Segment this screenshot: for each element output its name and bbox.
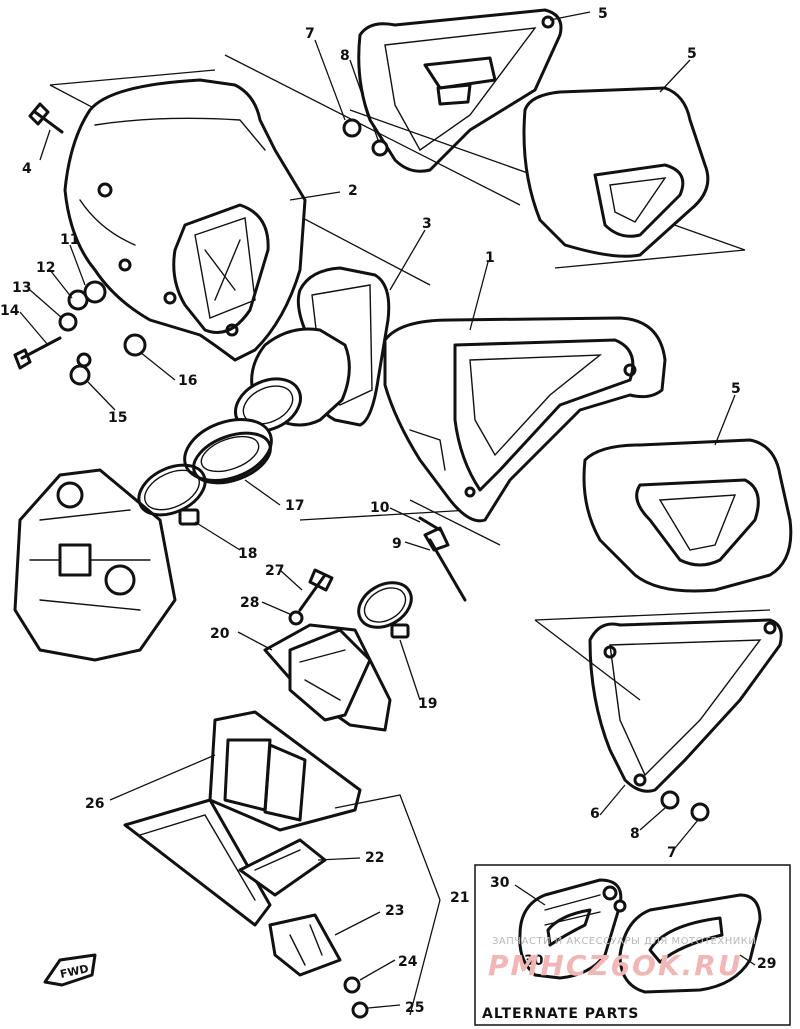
- hardware-bolts-nuts: [13, 102, 710, 1019]
- callout-21: 21: [450, 890, 469, 906]
- callout-leaders: [19, 11, 736, 1016]
- callout-5-top-filter: 5: [687, 46, 697, 62]
- callout-14: 14: [0, 303, 20, 319]
- air-filter-part-5-top: [522, 86, 710, 258]
- callout-15: 15: [108, 410, 127, 426]
- callout-30-alt: 30: [524, 953, 544, 969]
- alternate-plate-part-29: [618, 893, 762, 994]
- reed-block-part-26: [123, 710, 362, 927]
- callout-16: 16: [178, 373, 197, 389]
- callout-8-bottom: 8: [630, 826, 640, 842]
- forward-arrow-icon: FWD: [43, 953, 97, 987]
- reed-valve-part-20: [263, 623, 392, 732]
- callout-24: 24: [398, 954, 418, 970]
- alternate-parts-box: [474, 864, 791, 1026]
- callout-12: 12: [36, 260, 55, 276]
- watermark-line-2: PMHCZ6OK.RU: [488, 949, 743, 982]
- air-filter-part-5-right: [582, 438, 793, 593]
- callout-20: 20: [210, 626, 230, 642]
- callout-numbers: 1 2 3 4 5 5 5 6 7 7 8 8 9 10 11 12 13 14…: [0, 6, 776, 1016]
- filter-bracket-part-6: [588, 618, 783, 793]
- callout-13: 13: [12, 280, 31, 296]
- carburetor: [13, 468, 177, 662]
- callout-23: 23: [385, 903, 404, 919]
- reed-petal-part-23: [268, 913, 342, 977]
- callout-3: 3: [422, 216, 432, 232]
- air-box-part-1: [383, 316, 667, 523]
- callout-7-bottom: 7: [667, 845, 677, 861]
- watermark-line-1: ЗАПЧАСТИ И АКСЕССУАРЫ ДЛЯ МОТОТЕХНИКИ: [492, 936, 756, 947]
- fwd-label: FWD: [59, 962, 90, 981]
- watermark: ЗАПЧАСТИ И АКСЕССУАРЫ ДЛЯ МОТОТЕХНИКИ PM…: [488, 936, 756, 982]
- callout-22: 22: [365, 850, 384, 866]
- callout-19: 19: [418, 696, 437, 712]
- callout-2: 2: [348, 183, 358, 199]
- callout-9: 9: [392, 536, 402, 552]
- callout-10: 10: [370, 500, 390, 516]
- callout-7-top: 7: [305, 26, 315, 42]
- callout-6: 6: [590, 806, 600, 822]
- hose-clamp-part-19: [357, 581, 413, 639]
- callout-5-right-filter: 5: [731, 381, 741, 397]
- callout-30: 30: [490, 875, 510, 891]
- callout-25: 25: [405, 1000, 424, 1016]
- callout-28: 28: [240, 595, 259, 611]
- callout-8-top: 8: [340, 48, 350, 64]
- callout-17: 17: [285, 498, 304, 514]
- filter-bracket-part-5-top: [357, 8, 563, 173]
- reed-petal-part-22: [238, 838, 327, 897]
- callout-5-top-bracket: 5: [598, 6, 608, 22]
- callout-29: 29: [757, 956, 776, 972]
- intake-funnel: [234, 327, 351, 433]
- callout-18: 18: [238, 546, 257, 562]
- alternate-parts-label: ALTERNATE PARTS: [482, 1006, 639, 1022]
- callout-26: 26: [85, 796, 104, 812]
- callout-27: 27: [265, 563, 284, 579]
- callout-11: 11: [60, 232, 79, 248]
- callout-4: 4: [22, 161, 32, 177]
- airbox-cover-part-2: [63, 78, 307, 362]
- callout-1: 1: [485, 250, 495, 266]
- rubber-boot-part-17: [183, 418, 273, 485]
